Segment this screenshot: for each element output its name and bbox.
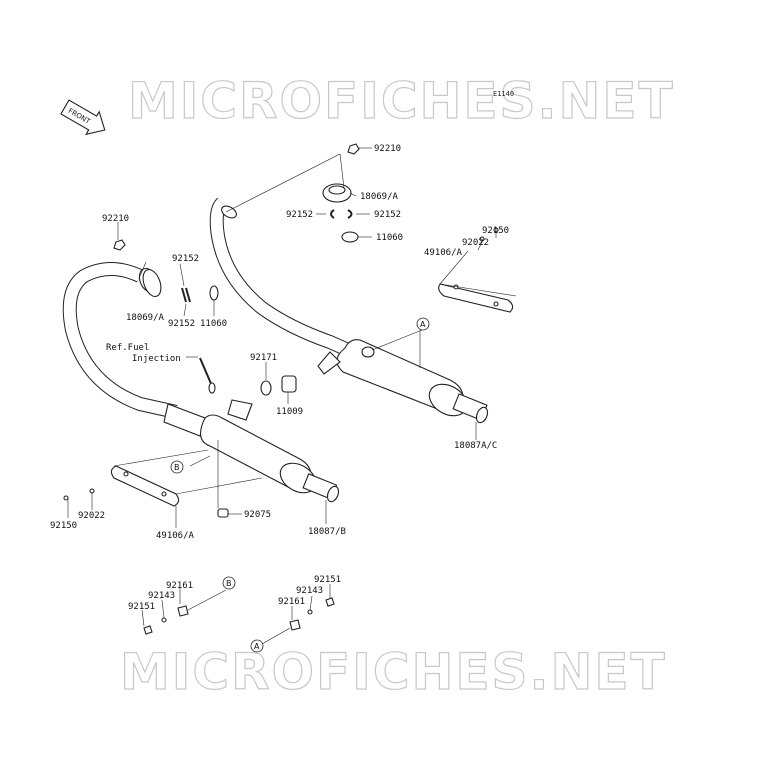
- label-92161-a: 92161: [278, 597, 305, 607]
- muffler-right: [317, 339, 489, 424]
- clip-92152-top: [330, 209, 353, 219]
- gasket-18069a-left: [142, 269, 162, 297]
- label-92151-a: 92151: [314, 575, 341, 585]
- callout-a-right-text: A: [420, 320, 426, 329]
- label-49106a-right: 49106/A: [424, 248, 463, 258]
- leader-lines: [67, 147, 517, 627]
- callout-b-bottom-text: B: [226, 579, 232, 588]
- label-92171: 92171: [250, 353, 277, 363]
- label-92151-b: 92151: [128, 602, 155, 612]
- label-11060-top: 11060: [376, 233, 403, 243]
- exhaust-pipe-right: [209, 197, 351, 357]
- bracket-49106a-left: [110, 465, 180, 507]
- watermark-top: MICROFICHES.NET: [127, 71, 675, 130]
- label-92152-top-right: 92152: [374, 210, 401, 220]
- muffler-left: [199, 399, 340, 503]
- clip-92152-left: [181, 287, 191, 303]
- hardware-set-a: [261, 597, 335, 645]
- label-92152-left-top: 92152: [172, 254, 199, 264]
- figure-code: E1140: [493, 90, 515, 98]
- hardware-set-b: [143, 589, 227, 635]
- label-18069a-left: 18069/A: [126, 313, 165, 323]
- bolt-92150-left: [63, 495, 69, 501]
- label-49106a-left: 49106/A: [156, 531, 195, 541]
- sensor-fuel-injection: [199, 357, 216, 394]
- label-ref-fuel: Ref.Fuel: [106, 343, 149, 353]
- gasket-18069a-top: [322, 183, 352, 203]
- clamp-92171: [260, 380, 272, 396]
- callout-b-bottom: B: [222, 576, 236, 590]
- label-92210-top: 92210: [374, 144, 401, 154]
- ring-11060-left: [209, 285, 219, 301]
- nut-92210-top: [347, 143, 360, 155]
- callout-b-left-text: B: [174, 463, 180, 472]
- front-arrow-icon: FRONT: [60, 99, 106, 136]
- bracket-49106a-right: [438, 283, 514, 313]
- label-92150-right: 92150: [482, 226, 509, 236]
- label-11060-left: 11060: [200, 319, 227, 329]
- callout-a-bottom: A: [250, 639, 264, 653]
- label-92161-b: 92161: [166, 581, 193, 591]
- label-injection: Injection: [132, 354, 181, 364]
- callout-b-left: B: [170, 460, 184, 474]
- label-92143-b: 92143: [148, 591, 175, 601]
- label-92022-left: 92022: [78, 511, 105, 521]
- label-18087b: 18087/B: [308, 527, 346, 537]
- sleeve-11009: [281, 375, 297, 393]
- label-92152-left-bottom: 92152: [168, 319, 195, 329]
- label-92150-left: 92150: [50, 521, 77, 531]
- label-92152-top-left: 92152: [286, 210, 313, 220]
- label-92075: 92075: [244, 510, 271, 520]
- part-labels: 92210 18069/A 92152 92152 11060 92150 92…: [50, 144, 509, 612]
- label-92143-a: 92143: [296, 586, 323, 596]
- grommet-92075: [217, 508, 229, 518]
- label-11009: 11009: [276, 407, 303, 417]
- nut-92210-left: [113, 239, 126, 251]
- label-92210-left: 92210: [102, 214, 129, 224]
- label-92022-right: 92022: [462, 238, 489, 248]
- label-18069a-top: 18069/A: [360, 192, 399, 202]
- callout-a-bottom-text: A: [254, 642, 260, 651]
- callout-a-right: A: [416, 317, 430, 331]
- ring-11060-top: [341, 231, 359, 243]
- label-18087ac: 18087A/C: [454, 441, 497, 451]
- watermark-bottom: MICROFICHES.NET: [119, 642, 667, 701]
